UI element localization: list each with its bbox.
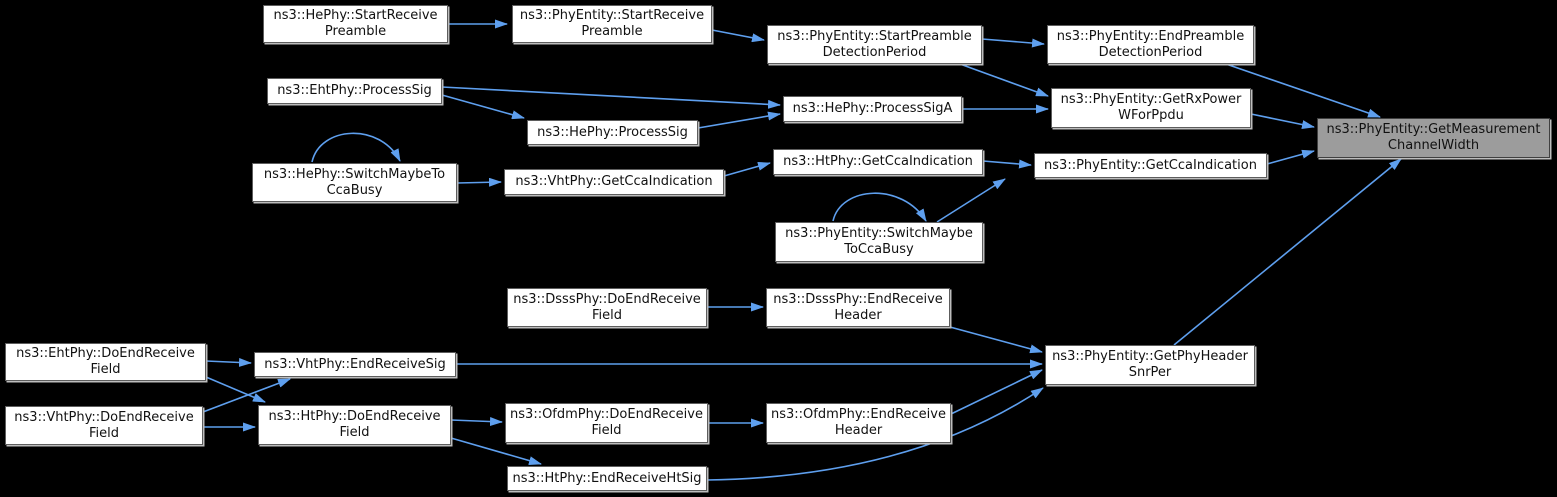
graph-node-label-line: ns3::HtPhy::GetCcaIndication xyxy=(783,154,973,169)
graph-node-label-line: ns3::PhyEntity::StartPreamble xyxy=(777,28,972,44)
graph-node-label-line: Preamble xyxy=(581,24,643,39)
graph-node-vhtphy-end-receive-sig[interactable]: ns3::VhtPhy::EndReceiveSig xyxy=(254,352,456,377)
edge-ehtphy-do-end-receive-field-to-vhtphy-end-receive-sig xyxy=(205,357,252,367)
graph-node-label-line: Header xyxy=(834,423,883,438)
graph-node-label-line: ns3::VhtPhy::EndReceiveSig xyxy=(264,356,446,372)
graph-node-label-line: Field xyxy=(591,307,622,323)
edge-ehtphy-process-sig-to-hephy-process-sig xyxy=(441,94,525,120)
graph-node-phyentity-get-cca-indication[interactable]: ns3::PhyEntity::GetCcaIndication xyxy=(1034,153,1267,178)
graph-node-ehtphy-process-sig[interactable]: ns3::EhtPhy::ProcessSig xyxy=(267,78,442,104)
graph-node-hephy-process-sig[interactable]: ns3::HePhy::ProcessSig xyxy=(527,120,698,145)
edge-htphy-do-end-receive-field-to-htphy-end-receive-ht-sig xyxy=(450,437,542,465)
graph-node-label-line: Header xyxy=(834,307,882,323)
graph-node-label-line: WForPpdu xyxy=(1118,108,1184,123)
graph-node-label-line: ns3::HtPhy::EndReceiveHtSig xyxy=(512,470,702,486)
edge-phyentity-get-phy-header-snr-per-to-phyentity-get-measurement-channel-width xyxy=(1173,158,1402,346)
graph-node-label-line: Field xyxy=(591,423,622,438)
graph-node-label-line: Field xyxy=(339,425,370,440)
graph-node-label-line: ns3::HtPhy::DoEndReceive xyxy=(268,409,441,424)
graph-node-label-line: Field xyxy=(88,425,119,441)
edge-phyentity-start-receive-preamble-to-phyentity-start-preamble-detection-period xyxy=(711,29,765,43)
graph-node-label-line: ns3::PhyEntity::GetMeasurement xyxy=(1326,122,1541,137)
edge-hephy-switch-maybe-to-cca-busy-to-vhtphy-get-cca-indication xyxy=(456,177,502,187)
edge-vhtphy-do-end-receive-field-to-vhtphy-end-receive-sig xyxy=(202,378,291,413)
edge-ehtphy-do-end-receive-field-to-htphy-do-end-receive-field xyxy=(205,376,266,403)
graph-node-label-line: ns3::PhyEntity::GetPhyHeader xyxy=(1052,349,1248,364)
edge-phyentity-switch-maybe-to-cca-busy-to-phyentity-get-cca-indication xyxy=(936,178,1006,223)
edge-dsssphy-end-receive-header-to-phyentity-get-phy-header-snr-per xyxy=(949,326,1043,354)
graph-node-label-line: DetectionPeriod xyxy=(1098,44,1203,60)
graph-node-label-line: ns3::DsssPhy::DoEndReceive xyxy=(513,291,701,307)
graph-node-htphy-get-cca-indication[interactable]: ns3::HtPhy::GetCcaIndication xyxy=(773,149,983,175)
graph-node-label-line: ns3::PhyEntity::GetCcaIndication xyxy=(1044,157,1257,173)
graph-node-label-line: ns3::PhyEntity::SwitchMaybe xyxy=(785,226,973,241)
graph-node-label-line: ns3::OfdmPhy::DoEndReceive xyxy=(510,407,703,422)
self-edge-hephy-switch-maybe-to-cca-busy xyxy=(311,132,401,163)
graph-node-vhtphy-get-cca-indication[interactable]: ns3::VhtPhy::GetCcaIndication xyxy=(504,169,724,195)
graph-node-label-line: SnrPer xyxy=(1128,365,1172,380)
edge-phyentity-end-preamble-detection-period-to-phyentity-get-measurement-channel-width xyxy=(1225,63,1381,118)
graph-node-label-line: ns3::PhyEntity::EndPreamble xyxy=(1056,28,1245,44)
edge-ehtphy-process-sig-to-hephy-process-sig-a xyxy=(441,86,781,109)
graph-node-label-line: ns3::DsssPhy::EndReceive xyxy=(773,291,943,307)
edge-htphy-get-cca-indication-to-phyentity-get-cca-indication xyxy=(982,159,1032,169)
edge-phyentity-start-preamble-detection-period-to-phyentity-get-rx-power-w-for-ppdu xyxy=(959,63,1049,97)
graph-node-label-line: ns3::EhtPhy::DoEndReceive xyxy=(16,346,195,361)
graph-node-htphy-end-receive-ht-sig[interactable]: ns3::HtPhy::EndReceiveHtSig xyxy=(507,466,707,491)
graph-node-label-line: ns3::HePhy::StartReceive xyxy=(273,8,438,23)
graph-node-label-line: ns3::PhyEntity::StartReceive xyxy=(519,8,705,23)
graph-node-label-line: CcaBusy xyxy=(326,182,383,198)
graph-node-label-line: Field xyxy=(90,362,121,377)
edge-htphy-do-end-receive-field-to-ofdmphy-do-end-receive-field xyxy=(450,417,503,427)
edge-htphy-end-receive-ht-sig-to-phyentity-get-phy-header-snr-per xyxy=(706,387,1044,481)
graph-node-hephy-process-sig-a[interactable]: ns3::HePhy::ProcessSigA xyxy=(783,96,962,122)
edge-phyentity-get-rx-power-w-for-ppdu-to-phyentity-get-measurement-channel-width xyxy=(1250,113,1315,129)
edge-hephy-process-sig-to-hephy-process-sig-a xyxy=(697,111,781,129)
graph-node-label-line: ns3::HePhy::ProcessSigA xyxy=(792,101,953,116)
graph-node-label-line: DetectionPeriod xyxy=(822,44,927,60)
graph-node-label-line: ns3::HePhy::ProcessSig xyxy=(537,124,688,140)
edge-ofdmphy-end-receive-header-to-phyentity-get-phy-header-snr-per xyxy=(950,369,1043,415)
self-edge-phyentity-switch-maybe-to-cca-busy xyxy=(832,192,927,222)
edge-phyentity-start-preamble-detection-period-to-phyentity-end-preamble-detection-period xyxy=(981,38,1045,48)
graph-node-label-line: Preamble xyxy=(324,24,387,39)
edge-vhtphy-get-cca-indication-to-htphy-get-cca-indication xyxy=(723,161,771,177)
graph-node-label-line: ns3::PhyEntity::GetRxPower xyxy=(1060,92,1242,107)
graph-node-label-line: ns3::VhtPhy::GetCcaIndication xyxy=(515,174,713,189)
graph-node-label-line: ns3::OfdmPhy::EndReceive xyxy=(771,407,946,422)
graph-node-label-line: ChannelWidth xyxy=(1387,138,1480,153)
graph-node-label-line: ns3::EhtPhy::ProcessSig xyxy=(277,83,432,98)
graph-node-label-line: ns3::VhtPhy::DoEndReceive xyxy=(14,409,194,425)
edge-phyentity-get-cca-indication-to-phyentity-get-measurement-channel-width xyxy=(1266,149,1315,165)
graph-node-label-line: ToCcaBusy xyxy=(844,242,914,257)
graph-node-label-line: ns3::HePhy::SwitchMaybeTo xyxy=(263,166,446,182)
